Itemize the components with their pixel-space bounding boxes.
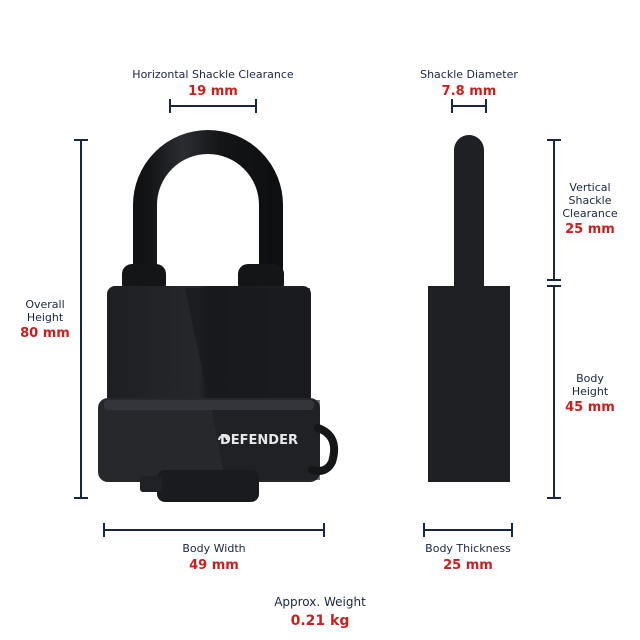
body-thickness-line <box>423 523 513 537</box>
vertical-shackle-clearance-label-line1: Vertical <box>569 181 611 194</box>
brand-logo: DEFENDER <box>220 433 298 448</box>
padlock-front-view: DEFENDER <box>98 130 339 502</box>
keyhole-flap <box>308 424 339 475</box>
horizontal-shackle-clearance-line <box>169 99 257 113</box>
shackle-diameter-value: 7.8 mm <box>441 84 497 99</box>
vertical-shackle-clearance-label-line3: Clearance <box>562 207 618 220</box>
body-width-line <box>103 523 325 537</box>
shackle-diameter-line <box>451 99 487 113</box>
bumper-rim <box>104 400 314 410</box>
body-shadow-facet <box>185 288 310 408</box>
padlock-side-profile <box>428 135 510 482</box>
shackle <box>133 130 283 275</box>
weight-value: 0.21 kg <box>290 613 350 629</box>
body-height-label-line2: Height <box>571 385 609 398</box>
bumper-shadow-facet <box>210 400 320 480</box>
vertical-shackle-clearance-label-line2: Shackle <box>568 194 612 207</box>
overall-height-label: Overall Height <box>0 298 90 324</box>
weight-label: Approx. Weight <box>274 595 366 609</box>
body-thickness-value: 25 mm <box>443 558 493 573</box>
overall-height-label-line2: Height <box>26 311 64 324</box>
vertical-shackle-clearance-value: 25 mm <box>565 222 615 237</box>
body-height-value: 45 mm <box>565 400 615 415</box>
vertical-shackle-clearance-label: Vertical Shackle Clearance <box>540 181 640 220</box>
defender-logo-icon <box>218 435 228 441</box>
overall-height-line <box>74 139 88 499</box>
keyhole-cap <box>140 476 162 492</box>
body-height-line <box>547 285 561 499</box>
shackle-diameter-label: Shackle Diameter <box>420 68 518 81</box>
body-width-value: 49 mm <box>189 558 239 573</box>
dimension-lines <box>74 99 561 537</box>
overall-height-value: 80 mm <box>20 326 70 341</box>
body-height-label: Body Height <box>540 372 640 398</box>
vertical-shackle-clearance-line <box>547 139 561 281</box>
horizontal-shackle-clearance-value: 19 mm <box>188 84 238 99</box>
keyway-cylinder <box>157 470 259 502</box>
body-thickness-label: Body Thickness <box>425 542 511 555</box>
body-width-label: Body Width <box>182 542 246 555</box>
body-height-label-line1: Body <box>576 372 604 385</box>
overall-height-label-line1: Overall <box>25 298 65 311</box>
horizontal-shackle-clearance-label: Horizontal Shackle Clearance <box>132 68 294 81</box>
body-side-profile <box>428 286 510 482</box>
shackle-side-profile <box>454 135 484 290</box>
